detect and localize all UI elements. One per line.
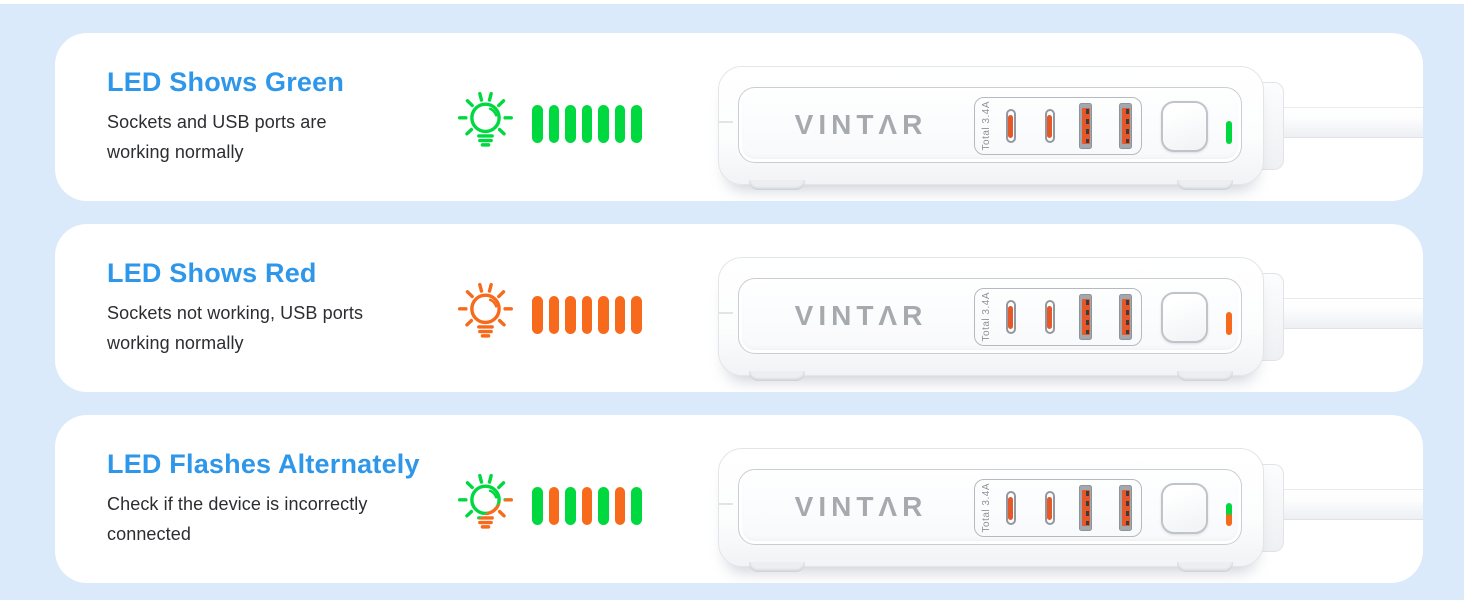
strip-body: VINTΛR Total 3.4A [718, 448, 1264, 572]
led-bar [631, 105, 642, 143]
led-bars-indicator [532, 487, 642, 525]
strip-face-panel: VINTΛR Total 3.4A [738, 469, 1242, 545]
led-bar [614, 296, 625, 334]
led-bar [614, 105, 625, 143]
strip-face-panel: VINTΛR Total 3.4A [738, 278, 1242, 354]
led-bars-indicator [532, 296, 642, 334]
card-led-red: LED Shows Red Sockets not working, USB p… [55, 224, 1423, 392]
led-bar [565, 105, 576, 143]
led-bar [548, 105, 559, 143]
strip-end-cap [1261, 273, 1284, 361]
strip-foot [749, 371, 805, 381]
strip-end-cap [1261, 464, 1284, 552]
led-bar [631, 487, 642, 525]
led-bar [581, 105, 592, 143]
led-bar [565, 296, 576, 334]
description-line: Sockets not working, USB ports [107, 303, 364, 323]
usb-ports-group: Total 3.4A [974, 288, 1142, 346]
usb-ports-group: Total 3.4A [974, 479, 1142, 537]
card-description: Sockets not working, USB ports working n… [107, 298, 363, 358]
led-bar [598, 487, 609, 525]
ports-total-label: Total 3.4A [981, 483, 992, 533]
description-line: working normally [107, 142, 244, 162]
strip-foot [1177, 371, 1233, 381]
strip-foot [749, 180, 805, 190]
usb-a-port [1118, 485, 1132, 531]
card-description: Check if the device is incorrectly conne… [107, 489, 420, 549]
led-bar [614, 487, 625, 525]
power-strip-illustration: VINTΛR Total 3.4A [718, 66, 1423, 190]
description-line: working normally [107, 333, 244, 353]
text-block: LED Flashes Alternately Check if the dev… [107, 448, 420, 549]
description-line: Sockets and USB ports are [107, 112, 327, 132]
description-line: Check if the device is incorrectly [107, 494, 368, 514]
led-bar [532, 296, 543, 334]
usb-a-port [1078, 485, 1092, 531]
usb-a-port [1118, 103, 1132, 149]
usb-c-port [1044, 491, 1055, 525]
lightbulb-icon [453, 90, 519, 156]
led-bar [532, 487, 543, 525]
usb-a-port [1118, 294, 1132, 340]
strip-foot [1177, 562, 1233, 572]
usb-c-port [1044, 300, 1055, 334]
strip-foot [749, 562, 805, 572]
brand-logo: VINTΛR [794, 109, 928, 140]
usb-a-port [1078, 103, 1092, 149]
strip-end-cap [1261, 82, 1284, 170]
card-title: LED Flashes Alternately [107, 449, 420, 479]
power-cable [1282, 298, 1423, 329]
lightbulb-icon [453, 281, 519, 347]
led-bar [565, 487, 576, 525]
text-block: LED Shows Green Sockets and USB ports ar… [107, 66, 344, 167]
strip-body: VINTΛR Total 3.4A [718, 66, 1264, 190]
led-indicator [1226, 312, 1232, 335]
text-block: LED Shows Red Sockets not working, USB p… [107, 257, 363, 358]
card-description: Sockets and USB ports are working normal… [107, 107, 344, 167]
led-bar [581, 487, 592, 525]
ports-total-label: Total 3.4A [981, 101, 992, 151]
power-strip-illustration: VINTΛR Total 3.4A [718, 448, 1423, 572]
brand-logo: VINTΛR [794, 300, 928, 331]
ports-total-label: Total 3.4A [981, 292, 992, 342]
strip-body: VINTΛR Total 3.4A [718, 257, 1264, 381]
led-bar [581, 296, 592, 334]
led-indicator [1226, 503, 1232, 526]
usb-c-port [1006, 300, 1016, 334]
usb-c-port [1006, 109, 1016, 143]
usb-c-port [1044, 109, 1055, 143]
led-bars-indicator [532, 105, 642, 143]
power-button [1161, 483, 1208, 534]
card-title: LED Shows Green [107, 67, 345, 97]
usb-ports-group: Total 3.4A [974, 97, 1142, 155]
led-bar [548, 487, 559, 525]
power-button [1161, 292, 1208, 343]
usb-c-port [1006, 491, 1016, 525]
strip-foot [1177, 180, 1233, 190]
description-line: connected [107, 524, 191, 544]
card-led-flashing: LED Flashes Alternately Check if the dev… [55, 415, 1423, 583]
led-bar [598, 296, 609, 334]
led-bar [532, 105, 543, 143]
led-bar [631, 296, 642, 334]
usb-a-port [1078, 294, 1092, 340]
card-led-green: LED Shows Green Sockets and USB ports ar… [55, 33, 1423, 201]
card-title: LED Shows Red [107, 258, 317, 288]
power-strip-illustration: VINTΛR Total 3.4A [718, 257, 1423, 381]
led-indicator [1226, 121, 1232, 144]
strip-face-panel: VINTΛR Total 3.4A [738, 87, 1242, 163]
power-cable [1282, 107, 1423, 138]
power-cable [1282, 489, 1423, 520]
led-bar [548, 296, 559, 334]
lightbulb-icon [453, 472, 519, 538]
led-bar [598, 105, 609, 143]
brand-logo: VINTΛR [794, 491, 928, 522]
power-button [1161, 101, 1208, 152]
